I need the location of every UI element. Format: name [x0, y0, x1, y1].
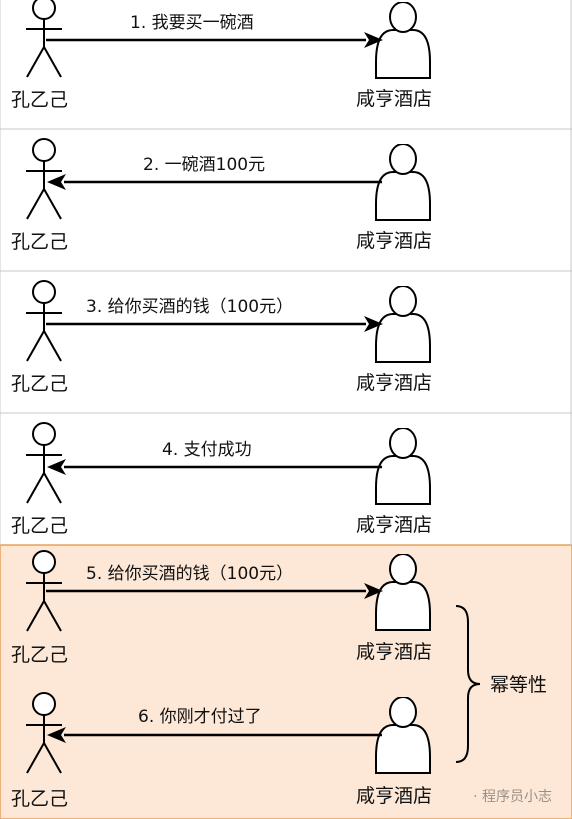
arrowhead-icon	[364, 32, 383, 48]
customer-label: 孔乙己	[11, 89, 68, 111]
customer-label: 孔乙己	[11, 231, 68, 253]
arrowhead-icon	[364, 316, 383, 332]
brace-icon	[455, 605, 481, 763]
customer-label: 孔乙己	[11, 788, 68, 810]
shop-label: 咸亨酒店	[356, 641, 432, 663]
step-6: 孔乙己 咸亨酒店 6. 你刚才付过了	[11, 692, 432, 810]
watermark: · 程序员小志	[473, 789, 552, 805]
shop-label: 咸亨酒店	[356, 372, 432, 394]
shop-person-icon	[375, 286, 431, 363]
shop-person-icon	[375, 2, 431, 79]
arrowhead-icon	[47, 459, 66, 475]
message-label: 2. 一碗酒100元	[143, 155, 265, 175]
step-1: 孔乙己 咸亨酒店 1. 我要买一碗酒	[11, 0, 432, 111]
message-label: 4. 支付成功	[162, 440, 252, 460]
step-2: 孔乙己 咸亨酒店 2. 一碗酒100元	[11, 138, 432, 253]
message-label: 1. 我要买一碗酒	[130, 13, 254, 33]
customer-label: 孔乙己	[11, 373, 68, 395]
customer-stick-figure-icon	[25, 280, 63, 362]
idempotency-highlight	[0, 544, 572, 819]
shop-label: 咸亨酒店	[356, 785, 432, 807]
message-label: 6. 你刚才付过了	[138, 707, 262, 727]
shop-label: 咸亨酒店	[356, 230, 432, 252]
step-3: 孔乙己 咸亨酒店 3. 给你买酒的钱（100元）	[11, 280, 432, 395]
customer-label: 孔乙己	[11, 515, 68, 537]
arrowhead-icon	[47, 174, 66, 190]
shop-person-icon	[375, 144, 431, 221]
arrowhead-icon	[364, 583, 383, 599]
shop-label: 咸亨酒店	[356, 88, 432, 110]
step-5: 孔乙己 咸亨酒店 5. 给你买酒的钱（100元）	[11, 550, 432, 666]
arrowhead-icon	[47, 727, 66, 743]
message-label: 3. 给你买酒的钱（100元）	[86, 297, 293, 317]
shop-person-icon	[375, 428, 431, 505]
shop-label: 咸亨酒店	[356, 514, 432, 536]
message-label: 5. 给你买酒的钱（100元）	[86, 564, 293, 584]
step-4: 孔乙己 咸亨酒店 4. 支付成功	[11, 422, 432, 537]
customer-stick-figure-icon	[25, 0, 63, 78]
brace-label: 幂等性	[490, 674, 547, 696]
customer-label: 孔乙己	[11, 644, 68, 666]
